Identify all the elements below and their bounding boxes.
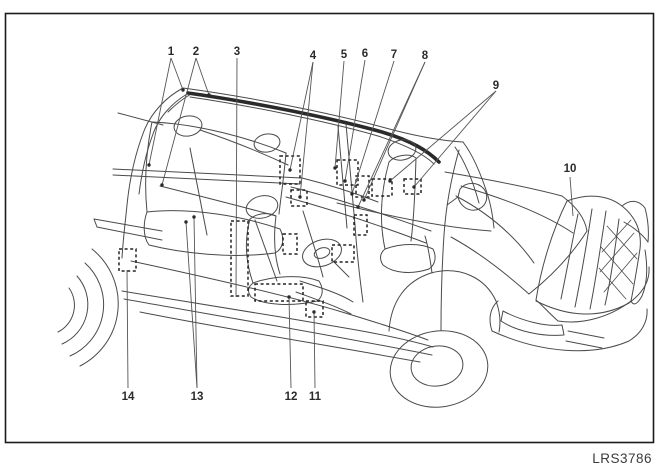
front-seat (245, 195, 323, 305)
cab-rear-pillar (121, 87, 192, 259)
seatbelt-lines (189, 147, 278, 282)
side-mirror (446, 182, 488, 211)
curtain-airbag-band (186, 91, 441, 164)
callout-4: 4 (310, 50, 317, 62)
floor-line (130, 260, 429, 341)
driver-seat (380, 139, 436, 273)
callout-labels: 1 2 3 4 5 6 7 8 9 10 11 12 13 14 (122, 46, 577, 403)
rear-bench-seat (143, 115, 289, 256)
front-bumper (489, 266, 650, 352)
callout-10: 10 (564, 163, 577, 175)
callout-11: 11 (309, 391, 322, 403)
dashboard (285, 186, 432, 315)
front-wheel (389, 330, 489, 408)
hood (444, 171, 588, 295)
rear-wheel-arches (57, 248, 119, 367)
truck-bed (93, 112, 164, 241)
b-pillar (337, 123, 364, 303)
callout-5: 5 (341, 49, 348, 61)
beltline (112, 168, 379, 203)
front-fender (388, 235, 501, 333)
callout-3: 3 (234, 46, 240, 58)
grille-mesh (598, 219, 638, 300)
leader-lines (126, 57, 574, 389)
callout-7: 7 (391, 49, 397, 61)
grille (535, 195, 641, 323)
headlight (621, 200, 649, 305)
callout-1: 1 (168, 46, 175, 58)
figure-code: LRS3786 (592, 451, 652, 466)
callout-2: 2 (193, 46, 199, 58)
vehicle-illustration (57, 87, 650, 408)
windshield-a-pillar (336, 141, 495, 232)
figure-border (4, 12, 655, 444)
leader-dots (147, 88, 416, 314)
callout-12: 12 (285, 391, 298, 403)
callout-9: 9 (493, 80, 499, 92)
steering-wheel (302, 238, 350, 278)
callout-8: 8 (422, 50, 429, 62)
callout-6: 6 (362, 48, 368, 60)
callout-14: 14 (122, 391, 135, 403)
rocker-sill (121, 290, 434, 363)
airbag-component-markers (118, 155, 422, 318)
callout-13: 13 (191, 391, 204, 403)
